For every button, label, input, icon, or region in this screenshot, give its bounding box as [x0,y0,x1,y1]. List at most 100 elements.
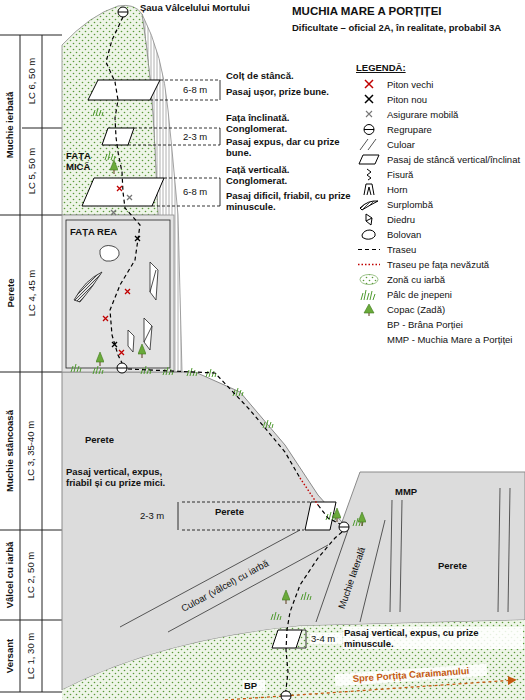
height-dimension: 6-8 m [183,186,217,197]
legend-g [364,304,374,316]
topo-line [152,206,220,207]
legend-text: Surplombă [387,199,433,210]
topo-g [0,35,62,692]
topo-line [22,128,62,129]
diagram-title: MUCHIA MARE A PORȚIȚEI [292,5,522,17]
topo-use [93,366,103,374]
legend-row: Pasaj de stâncă vertical/înclinat [356,153,522,166]
topo-path [150,262,158,300]
legend-row: Traseu [356,243,522,256]
legend-text: Asigurare mobilă [387,109,458,120]
legend-text: Traseu pe fața nevăzută [387,259,489,270]
legend-text: Regrupare [387,124,432,135]
legend-path [361,290,375,300]
section-name: Versant [4,620,16,692]
legend-row: Copac (Zadă) [356,303,522,316]
topo-g [71,108,366,620]
pitch-length: LC 6, 50 m [25,35,37,128]
ledge-abbreviation: BP [243,680,265,691]
legend-text: Copac (Zadă) [387,304,445,315]
passage-note: Pasaj vertical, expus, friabil și cu pri… [66,466,188,488]
legend-row: Traseu pe fața nevăzută [356,258,522,271]
legend-row: MMP - Muchia Mare a Porțiței [356,333,522,346]
topo-line [0,692,62,693]
pitch-length: LC 1, 30 m [25,620,37,692]
topo-line [182,502,310,503]
topo-line [20,35,21,692]
face-name: FAȚA MICĂ [66,150,106,172]
legend-symbol [356,303,382,316]
legend-g [365,80,373,88]
legend-symbol [356,168,382,181]
legend: Piton vechiPiton nouAsigurare mobilăRegr… [356,78,522,348]
topo-line [390,500,392,612]
topo-use [96,352,104,366]
topo-line [220,80,221,100]
pitch-length: LC 5, 50 m [25,128,37,215]
passage-note: Pasaj ușor, prize bune. [226,86,352,97]
wall-name: Perete [438,560,488,571]
topo-path [128,369,300,478]
legend-row: Bolovan [356,228,522,241]
topo-path [285,532,342,698]
topo-line [508,488,510,612]
legend-symbol [356,153,382,166]
wall-name: Perete [85,434,145,445]
legend-symbol [356,93,382,106]
passage-note: Fața înclinată. Conglomerat. [226,112,352,134]
topo-path [100,246,119,262]
legend-text: Fisură [387,169,413,180]
topo-path [62,372,525,690]
topo-path [74,272,102,302]
passage-note: Pasaj vertical, expus, cu prize minuscul… [343,627,523,649]
passage-note: Colț de stâncă. [226,70,352,81]
legend-text: Traseu [387,244,416,255]
passage-note: Față verticală. Conglomerat. [226,164,352,186]
legend-text: Piton vechi [387,79,433,90]
legend-row: Asigurare mobilă [356,108,522,121]
legend-line [369,313,370,316]
topo-use [110,160,118,174]
topo-use [282,590,290,604]
topo-use [138,344,146,358]
topo-path [135,236,140,241]
pitch-length: LC 2, 50 m [25,530,37,620]
legend-g [366,111,372,117]
legend-g [364,125,374,135]
legend-path [365,95,373,103]
legend-path [360,139,376,150]
legend-g [359,155,379,164]
topo-g [103,186,140,355]
topo-use [333,508,341,522]
topo-path [300,478,318,505]
topo-line [360,520,385,622]
section-name: Muchie ierbată [4,35,16,215]
topo-line [0,215,62,216]
legend-symbol [356,108,382,121]
topo-path [125,289,130,294]
legend-symbol [356,243,382,256]
topo-line [220,128,221,145]
topo-line [150,100,220,101]
ridge-abbreviation: MMP [395,486,435,497]
topo-use [105,152,115,160]
legend-line [358,249,380,250]
height-dimension: 2-3 m [140,510,174,521]
passage-note: Pasaj dificil, friabil, cu prize minuscu… [226,190,352,212]
topo-rect [66,220,170,368]
topo-use [233,388,243,396]
legend-circle [364,125,374,135]
wall-name: Perete [215,506,265,517]
legend-ellipse [360,275,378,285]
legend-text: Pasaj de stâncă vertical/înclinat [387,154,520,165]
topo-path [103,316,108,321]
legend-path [364,304,374,313]
legend-symbol [356,78,382,91]
legend-path [366,111,372,117]
legend-row: Diedru [356,213,522,226]
place-name: Șaua Vâlcelului Mortului [140,2,270,13]
topo-line [168,545,328,632]
legend-row: Piton nou [356,93,522,106]
topo-path [119,350,124,355]
legend-text: Diedru [387,214,415,225]
